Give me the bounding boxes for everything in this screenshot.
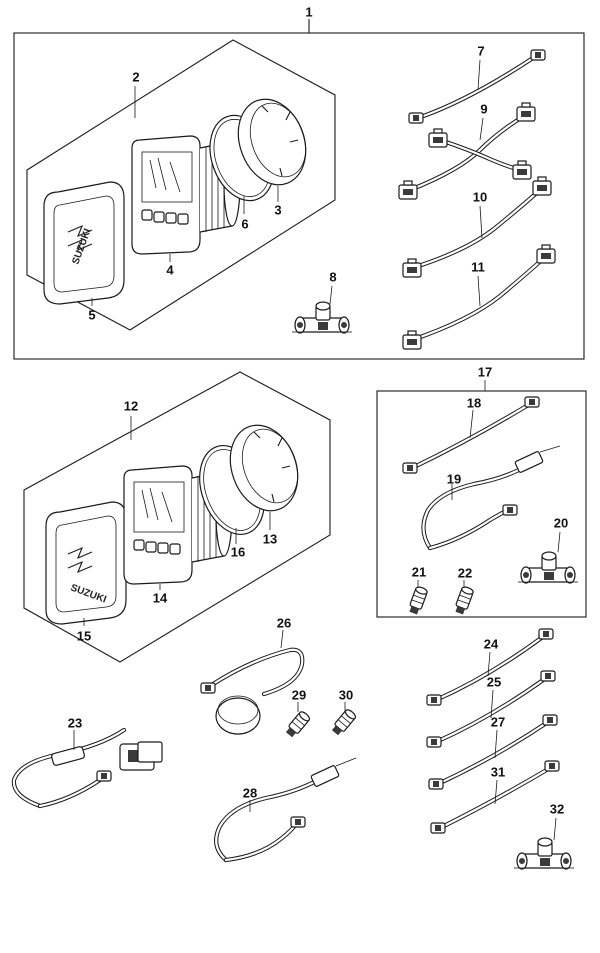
callout-3: 3 xyxy=(274,203,281,218)
terminator-30 xyxy=(329,702,358,738)
cable-11 xyxy=(402,244,556,350)
gauge-cover-5: SUZUKI xyxy=(43,181,125,306)
t-connector-8 xyxy=(291,285,353,334)
callout-21: 21 xyxy=(412,565,426,580)
adapter-23 xyxy=(11,727,163,809)
callout-8: 8 xyxy=(329,270,336,285)
terminator-22 xyxy=(452,580,475,616)
gauge-assembly-outline-12 xyxy=(23,371,331,663)
callout-23: 23 xyxy=(68,716,82,731)
callout-18: 18 xyxy=(467,396,481,411)
lock-nut-13 xyxy=(229,424,299,530)
callout-7: 7 xyxy=(477,44,484,59)
callout-15: 15 xyxy=(77,629,91,644)
callout-24: 24 xyxy=(484,637,499,652)
cable-24 xyxy=(426,628,554,706)
callout-19: 19 xyxy=(447,472,461,487)
harness-9 xyxy=(398,102,536,200)
callout-29: 29 xyxy=(292,688,306,703)
callout-28: 28 xyxy=(243,786,257,801)
cable-31 xyxy=(430,760,560,834)
callout-25: 25 xyxy=(487,675,501,690)
gauge-cover-15: SUZUKI xyxy=(45,501,127,626)
cable-19 xyxy=(421,445,561,551)
callout-16: 16 xyxy=(231,545,245,560)
callout-20: 20 xyxy=(554,516,568,531)
t-connector-32 xyxy=(513,817,575,870)
callout-10: 10 xyxy=(473,190,487,205)
t-connector-20 xyxy=(517,531,579,584)
callout-1: 1 xyxy=(305,5,312,20)
terminator-21 xyxy=(406,580,429,616)
terminator-29 xyxy=(283,702,312,740)
cable-27 xyxy=(428,714,558,790)
cable-25 xyxy=(426,670,556,748)
callout-numbers: 1 2 3 4 5 6 7 8 9 10 11 12 13 14 15 16 1… xyxy=(68,5,568,817)
callout-11: 11 xyxy=(471,260,485,275)
gauge-assembly-outline-2 xyxy=(26,39,336,331)
callout-32: 32 xyxy=(550,802,564,817)
kit-box-1 xyxy=(13,19,585,360)
callout-13: 13 xyxy=(263,532,277,547)
cable-28 xyxy=(214,757,357,863)
cable-18 xyxy=(402,396,540,474)
lock-nut-3 xyxy=(237,98,307,202)
callout-31: 31 xyxy=(491,765,505,780)
callout-26: 26 xyxy=(277,616,291,631)
callout-30: 30 xyxy=(339,688,353,703)
sensor-26 xyxy=(200,629,305,735)
callout-4: 4 xyxy=(166,263,174,278)
callout-5: 5 xyxy=(88,308,95,323)
callout-2: 2 xyxy=(132,70,139,85)
cable-10 xyxy=(402,176,552,278)
callout-9: 9 xyxy=(480,102,487,117)
callout-14: 14 xyxy=(153,591,168,606)
cable-7 xyxy=(408,49,546,124)
callout-6: 6 xyxy=(241,217,248,232)
callout-22: 22 xyxy=(458,566,472,581)
callout-12: 12 xyxy=(124,399,138,414)
callout-27: 27 xyxy=(491,715,505,730)
callout-17: 17 xyxy=(478,365,492,380)
kit-box-17 xyxy=(376,380,587,618)
